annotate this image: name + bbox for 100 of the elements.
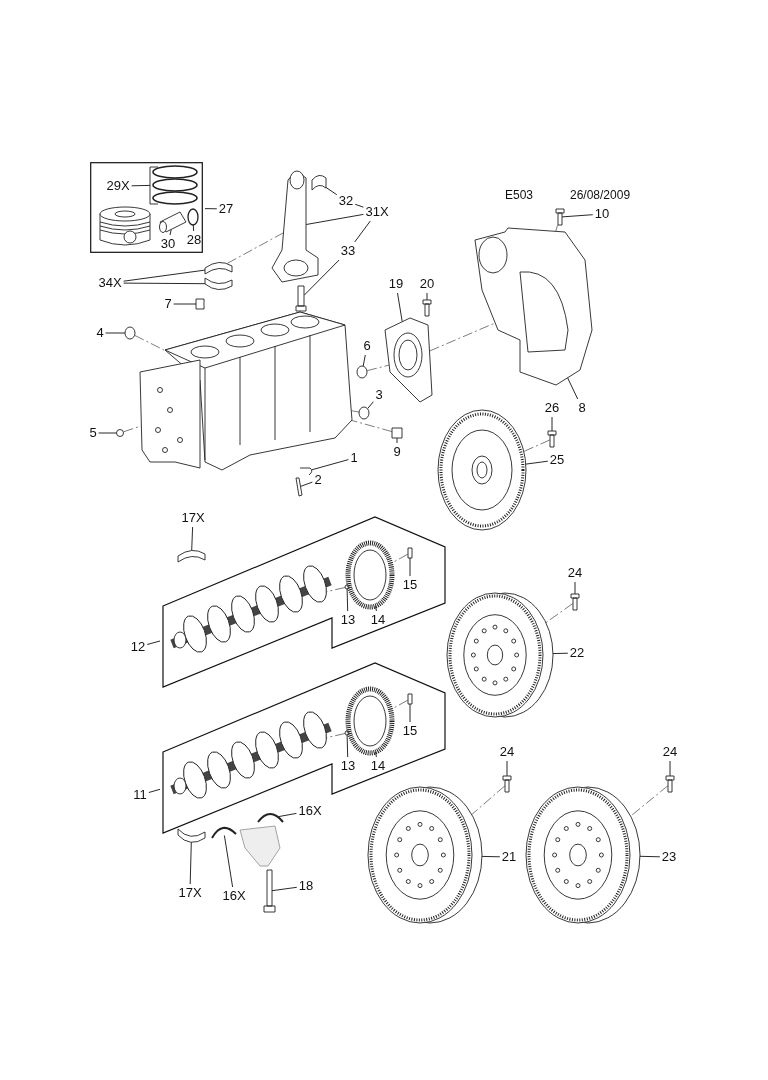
callout-number: 1 bbox=[350, 451, 358, 465]
leader-line bbox=[354, 220, 371, 243]
center-line bbox=[555, 224, 558, 232]
outline-frame bbox=[90, 162, 203, 253]
circlip-drawing bbox=[187, 208, 199, 226]
callout-number: 16X bbox=[298, 804, 322, 818]
callout-number: 31X bbox=[365, 205, 389, 219]
pipe-drawing bbox=[299, 467, 313, 476]
bearing-shell-drawing bbox=[177, 828, 206, 843]
leader-line bbox=[506, 760, 508, 777]
callout-number: 15 bbox=[402, 578, 418, 592]
leader-line bbox=[223, 835, 234, 888]
bolt-drawing bbox=[295, 285, 307, 312]
callout-number: 16X bbox=[222, 889, 246, 903]
thrust-washer-drawing bbox=[257, 813, 284, 823]
callout-number: 24 bbox=[499, 745, 515, 759]
bearing-shell-drawing bbox=[177, 550, 206, 563]
leader-line bbox=[123, 269, 206, 282]
leader-line bbox=[325, 187, 338, 196]
callout-number: 24 bbox=[567, 566, 583, 580]
callout-number: 22 bbox=[569, 646, 585, 660]
reluctor-ring-drawing bbox=[345, 686, 395, 756]
callout-number: 27 bbox=[218, 202, 234, 216]
engine-block-drawing bbox=[139, 311, 353, 471]
leader-line bbox=[409, 557, 411, 577]
callout-number: 17X bbox=[178, 886, 202, 900]
bolt-drawing bbox=[665, 775, 675, 793]
outline-frame bbox=[162, 662, 446, 834]
callout-number: 21 bbox=[501, 850, 517, 864]
callout-number: 10 bbox=[594, 207, 610, 221]
callout-number: 14 bbox=[370, 759, 386, 773]
leader-line bbox=[105, 332, 126, 334]
leader-line bbox=[375, 751, 377, 758]
callout-number: 13 bbox=[340, 759, 356, 773]
leader-line bbox=[305, 213, 364, 225]
callout-number: 33 bbox=[340, 244, 356, 258]
callout-number: 3 bbox=[375, 388, 383, 402]
callout-number: 23 bbox=[661, 850, 677, 864]
callout-number: 29X bbox=[106, 179, 130, 193]
plug-drawing bbox=[391, 427, 403, 439]
leader-line bbox=[481, 855, 501, 858]
leader-line bbox=[303, 259, 340, 296]
callout-number: 30 bbox=[160, 237, 176, 251]
bolt-drawing bbox=[547, 430, 557, 448]
callout-number: 24 bbox=[662, 745, 678, 759]
bolt-drawing bbox=[263, 869, 276, 913]
bolt-drawing bbox=[555, 208, 565, 226]
callout-number: 34X bbox=[98, 276, 122, 290]
center-line bbox=[523, 439, 551, 452]
callout-number: 15 bbox=[402, 724, 418, 738]
center-line bbox=[471, 785, 506, 815]
leader-line bbox=[409, 703, 411, 723]
plug-drawing bbox=[124, 326, 136, 340]
center-line bbox=[134, 335, 165, 351]
crankshaft-drawing bbox=[170, 711, 332, 799]
leader-line bbox=[567, 377, 579, 400]
leader-line bbox=[426, 292, 428, 301]
piston-pin-drawing bbox=[159, 211, 187, 233]
center-line bbox=[429, 322, 496, 352]
leader-line bbox=[278, 812, 297, 818]
seal-ring-drawing bbox=[356, 365, 368, 379]
leader-line bbox=[639, 855, 661, 858]
dowel-drawing bbox=[195, 298, 205, 310]
drawing-code: E503 bbox=[505, 188, 534, 202]
callout-number: 2 bbox=[314, 473, 322, 487]
callout-number: 26 bbox=[544, 401, 560, 415]
leader-line bbox=[367, 401, 374, 409]
bolt-drawing bbox=[422, 299, 432, 317]
leader-line bbox=[311, 459, 349, 471]
flywheel-drawing bbox=[525, 786, 641, 924]
leader-line bbox=[561, 214, 594, 218]
leader-line bbox=[146, 640, 161, 645]
callout-number: 18 bbox=[298, 879, 314, 893]
date-label: 26/08/2009 bbox=[570, 188, 631, 202]
seal-ring-drawing bbox=[358, 406, 370, 420]
center-line bbox=[351, 420, 393, 432]
bearing-shell-drawing bbox=[204, 262, 233, 275]
leader-line bbox=[552, 652, 569, 655]
dowel-drawing bbox=[344, 584, 350, 590]
piston-ring-drawing bbox=[149, 165, 198, 205]
callout-number: 11 bbox=[133, 788, 147, 802]
leader-line bbox=[173, 303, 197, 305]
callout-number: 14 bbox=[370, 613, 386, 627]
leader-line bbox=[362, 354, 366, 367]
bolt-drawing bbox=[407, 547, 413, 559]
center-line bbox=[366, 364, 390, 372]
leader-line bbox=[189, 841, 192, 885]
flexplate-drawing bbox=[437, 409, 527, 531]
seal-carrier-drawing bbox=[384, 317, 433, 403]
callout-number: 5 bbox=[89, 426, 97, 440]
leader-line bbox=[98, 432, 117, 434]
leader-line bbox=[131, 184, 151, 187]
callout-number: 17X bbox=[181, 511, 205, 525]
reluctor-ring-drawing bbox=[345, 540, 395, 610]
center-line bbox=[630, 785, 669, 817]
leader-line bbox=[354, 203, 364, 208]
connecting-rod-drawing bbox=[271, 170, 319, 283]
bolt-drawing bbox=[295, 477, 303, 497]
crankshaft-drawing bbox=[170, 565, 332, 653]
center-line bbox=[227, 232, 284, 264]
